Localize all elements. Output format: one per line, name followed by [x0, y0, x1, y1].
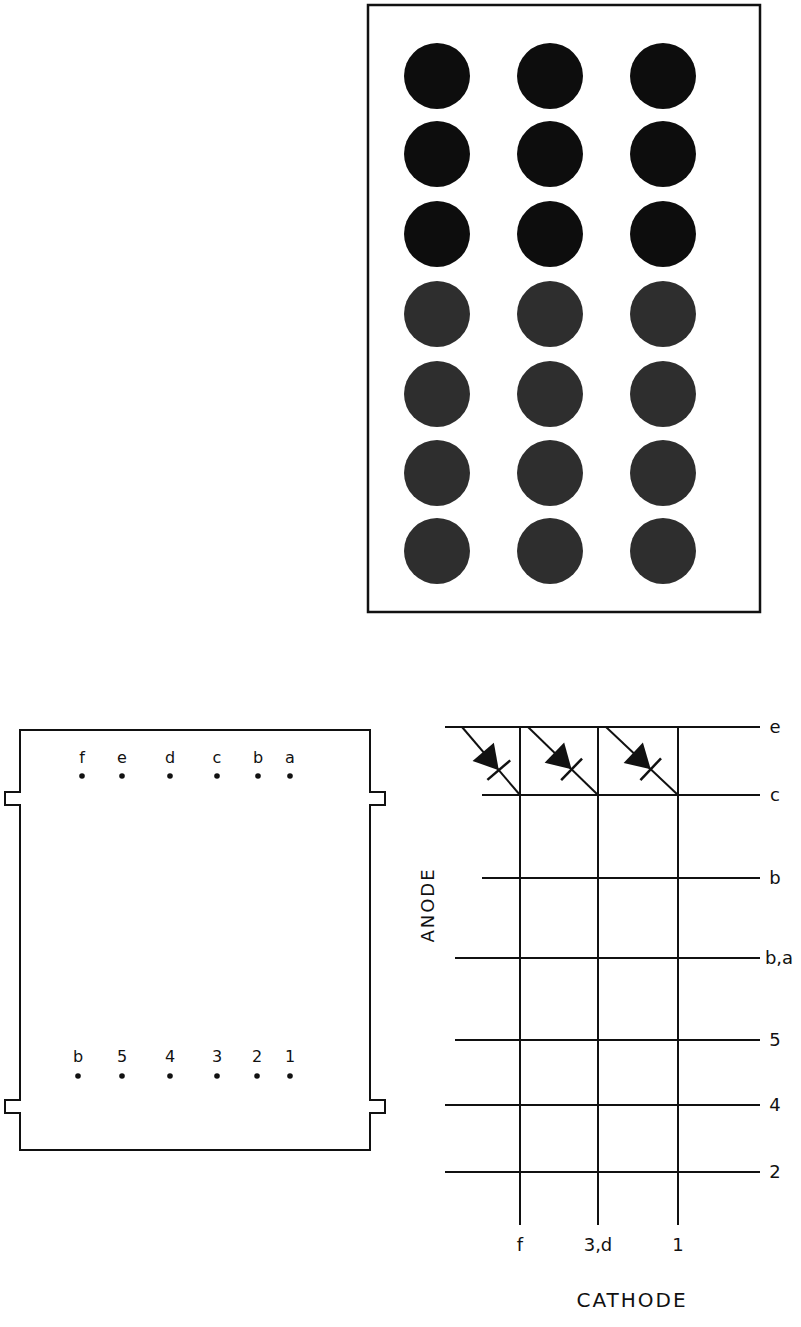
- anode-row-label: 5: [769, 1031, 780, 1049]
- cathode-wire: [597, 727, 599, 1225]
- led-dot: [517, 440, 583, 506]
- led-dot: [630, 361, 696, 427]
- led-dot: [630, 121, 696, 187]
- led-dot: [404, 281, 470, 347]
- diode-symbol: [528, 727, 598, 795]
- pin-dot: [287, 773, 293, 779]
- pin-dot: [167, 773, 173, 779]
- pin-label: 2: [252, 1049, 262, 1065]
- cathode-column-label: 3,d: [584, 1236, 613, 1254]
- pin-label: 5: [117, 1049, 127, 1065]
- pin-label: 3: [212, 1049, 222, 1065]
- diode-body: [623, 742, 661, 780]
- led-dot: [630, 440, 696, 506]
- led-dot: [517, 201, 583, 267]
- pin-dot: [119, 773, 125, 779]
- diode-triangle: [545, 743, 582, 780]
- anode-wire: [455, 1039, 760, 1041]
- cathode-heading: CATHODE: [576, 1290, 687, 1310]
- diode-lead: [606, 727, 678, 795]
- led-dot: [517, 361, 583, 427]
- led-dot: [630, 281, 696, 347]
- pin-dot: [167, 1073, 173, 1079]
- cathode-column-label: 1: [672, 1236, 683, 1254]
- housing-outline: [5, 730, 385, 1150]
- pin-dot: [214, 1073, 220, 1079]
- diode-lead: [462, 727, 520, 795]
- diode-lead: [528, 727, 598, 795]
- diode-bar: [561, 759, 582, 781]
- pin-label: a: [285, 750, 295, 766]
- pin-label: f: [79, 750, 85, 766]
- pin-dot: [79, 773, 85, 779]
- pin-label: d: [165, 750, 175, 766]
- pin-label: e: [117, 750, 127, 766]
- led-dot: [404, 121, 470, 187]
- cathode-wire: [519, 727, 521, 1225]
- pin-dot: [119, 1073, 125, 1079]
- led-dot: [404, 43, 470, 109]
- pin-dot: [254, 1073, 260, 1079]
- pin-dot: [255, 773, 261, 779]
- matrix-schematic: [445, 727, 760, 1225]
- anode-row-label: 2: [769, 1163, 780, 1181]
- diode-body: [472, 742, 510, 780]
- display-frame: [368, 5, 760, 612]
- anode-wire: [445, 726, 760, 728]
- package-outline: [5, 730, 385, 1150]
- pin-dot: [214, 773, 220, 779]
- pin-label: b: [253, 750, 263, 766]
- pin-label: c: [213, 750, 222, 766]
- led-dot: [517, 43, 583, 109]
- anode-heading: ANODE: [419, 867, 437, 942]
- diode-bar: [640, 758, 661, 780]
- led-dot: [517, 281, 583, 347]
- led-dot: [630, 43, 696, 109]
- anode-row-label: c: [770, 786, 780, 804]
- anode-wire: [445, 1171, 760, 1173]
- anode-row-label: e: [769, 718, 780, 736]
- anode-wire: [445, 1104, 760, 1106]
- led-dot: [404, 361, 470, 427]
- diode-bar: [487, 760, 510, 779]
- pin-dot: [287, 1073, 293, 1079]
- led-dot: [404, 518, 470, 584]
- pin-dots: [75, 773, 293, 1079]
- diode-triangle: [624, 743, 661, 780]
- led-dot: [404, 201, 470, 267]
- pin-label: 1: [285, 1049, 295, 1065]
- led-dot: [404, 440, 470, 506]
- diode-body: [544, 742, 582, 780]
- diode-symbol: [606, 727, 678, 795]
- diode-triangle: [473, 743, 510, 779]
- led-dot: [630, 518, 696, 584]
- pin-label: 4: [165, 1049, 175, 1065]
- led-dot-matrix: [368, 5, 760, 612]
- pin-label: b: [73, 1049, 83, 1065]
- anode-row-label: 4: [769, 1096, 780, 1114]
- cathode-column-label: f: [517, 1236, 523, 1254]
- led-dot: [517, 518, 583, 584]
- diode-symbols: [462, 727, 678, 795]
- anode-wire: [482, 794, 760, 796]
- led-dot: [630, 201, 696, 267]
- led-dot: [517, 121, 583, 187]
- anode-row-label: b: [769, 869, 780, 887]
- anode-wire: [482, 877, 760, 879]
- anode-row-label: b,a: [765, 949, 793, 967]
- anode-wire: [455, 957, 760, 959]
- cathode-wire: [677, 727, 679, 1225]
- pin-dot: [75, 1073, 81, 1079]
- diode-symbol: [462, 727, 520, 795]
